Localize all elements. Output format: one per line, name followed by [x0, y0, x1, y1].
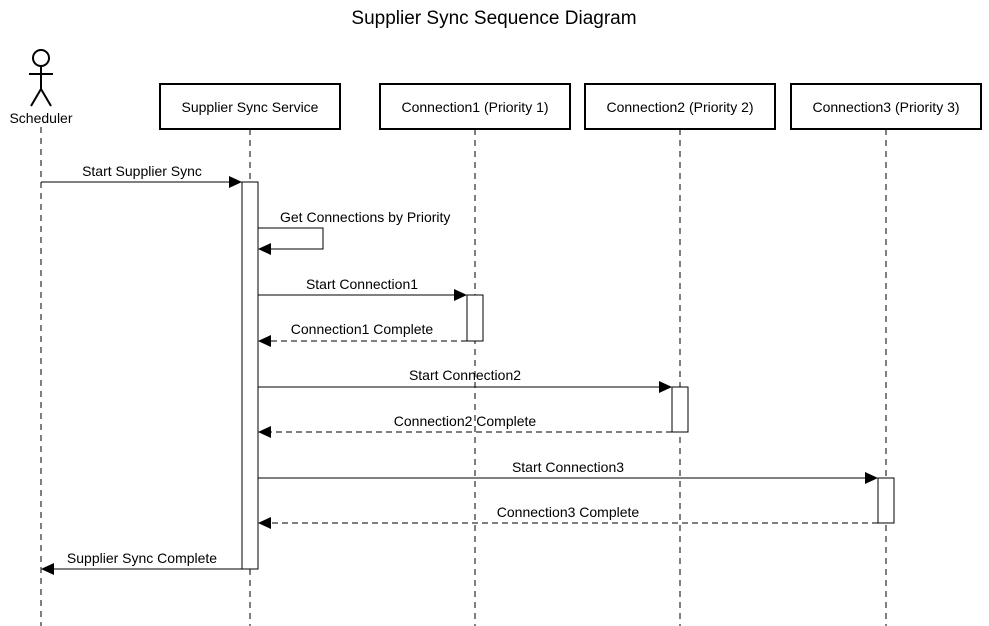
- arrow-head-icon: [258, 426, 271, 438]
- arrow-head-icon: [258, 517, 271, 529]
- message-label: Supplier Sync Complete: [67, 550, 217, 566]
- message-start-connection2: Start Connection2: [258, 367, 672, 393]
- participant-connection3: Connection3 (Priority 3): [790, 83, 982, 130]
- message-label: Connection3 Complete: [497, 504, 640, 520]
- message-get-connections: Get Connections by Priority: [258, 209, 450, 255]
- message-start-connection3: Start Connection3: [258, 459, 878, 484]
- participant-service: Supplier Sync Service: [159, 83, 341, 130]
- diagram-title: Supplier Sync Sequence Diagram: [351, 8, 636, 29]
- arrow-head-icon: [454, 289, 467, 301]
- participant-connection1: Connection1 (Priority 1): [379, 83, 571, 130]
- message-start-connection1: Start Connection1: [258, 276, 467, 301]
- arrow-head-icon: [229, 176, 242, 188]
- message-label: Get Connections by Priority: [280, 209, 450, 225]
- activation-connection3: [877, 477, 895, 524]
- participant-label: Connection2 (Priority 2): [606, 99, 753, 115]
- message-connection2-complete: Connection2 Complete: [258, 413, 672, 438]
- activation-connection2: [671, 386, 689, 433]
- message-label: Connection2 Complete: [394, 413, 537, 429]
- message-connection1-complete: Connection1 Complete: [258, 321, 467, 347]
- participant-label: Supplier Sync Service: [182, 99, 319, 115]
- participant-label: Connection1 (Priority 1): [401, 99, 548, 115]
- message-label: Connection1 Complete: [291, 321, 434, 337]
- stick-figure-icon: [29, 49, 53, 107]
- message-supplier-sync-complete: Supplier Sync Complete: [41, 550, 242, 575]
- message-start-supplier-sync: Start Supplier Sync: [41, 163, 242, 188]
- message-connection3-complete: Connection3 Complete: [258, 504, 878, 529]
- actor-scheduler: Scheduler: [9, 49, 73, 126]
- message-label: Start Connection2: [409, 367, 521, 383]
- arrow-head-icon: [865, 472, 878, 484]
- arrow-head-icon: [659, 381, 672, 393]
- arrow-head-icon: [258, 335, 271, 347]
- message-label: Start Connection3: [512, 459, 624, 475]
- arrow-head-icon: [258, 243, 271, 255]
- activation-connection1: [466, 294, 484, 342]
- participant-connection2: Connection2 (Priority 2): [584, 83, 776, 130]
- actor-label: Scheduler: [9, 110, 72, 126]
- message-label: Start Supplier Sync: [82, 163, 202, 179]
- activation-service: [241, 181, 259, 570]
- message-label: Start Connection1: [306, 276, 418, 292]
- participant-label: Connection3 (Priority 3): [812, 99, 959, 115]
- arrow-head-icon: [41, 563, 54, 575]
